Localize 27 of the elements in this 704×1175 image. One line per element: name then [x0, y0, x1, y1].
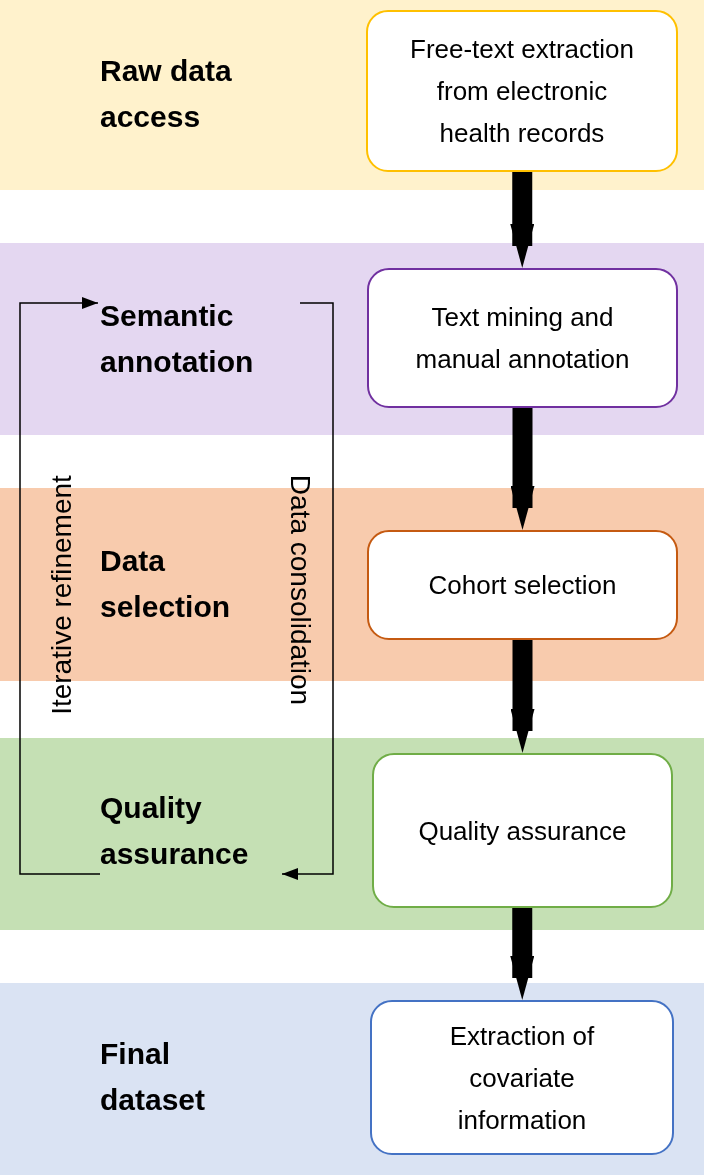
- block-arrow: [510, 408, 535, 530]
- block-arrow: [510, 172, 535, 268]
- edge-label: Iterative refinement: [45, 475, 78, 715]
- stage-heading: Quality assurance: [100, 785, 280, 877]
- box-text: Quality assurance: [418, 814, 627, 848]
- edge-label: Data consolidation: [284, 474, 317, 706]
- process-box: [370, 1000, 674, 1155]
- stage-heading: Semantic annotation: [100, 293, 300, 385]
- box-text: Cohort selection: [428, 569, 617, 602]
- process-box: [367, 530, 678, 640]
- loop-arrow: [281, 302, 334, 880]
- stage-heading: Data selection: [100, 538, 260, 630]
- block-arrow: [510, 908, 535, 1000]
- stage-band: [0, 0, 704, 190]
- box-text: Free-text extraction from electronic health records: [409, 33, 635, 150]
- stage-heading: Final dataset: [100, 1031, 230, 1123]
- process-box: [372, 753, 673, 908]
- stage-band: [0, 243, 704, 435]
- process-box: [367, 268, 678, 408]
- loop-arrow: [19, 297, 101, 875]
- stage-band: [0, 983, 704, 1175]
- stage-heading: Raw data access: [100, 48, 250, 140]
- box-text: Text mining and manual annotation: [414, 301, 631, 376]
- stage-band: [0, 738, 704, 930]
- box-text: Extraction of covariate information: [448, 1019, 596, 1137]
- block-arrow: [510, 640, 535, 753]
- process-box: [366, 10, 678, 172]
